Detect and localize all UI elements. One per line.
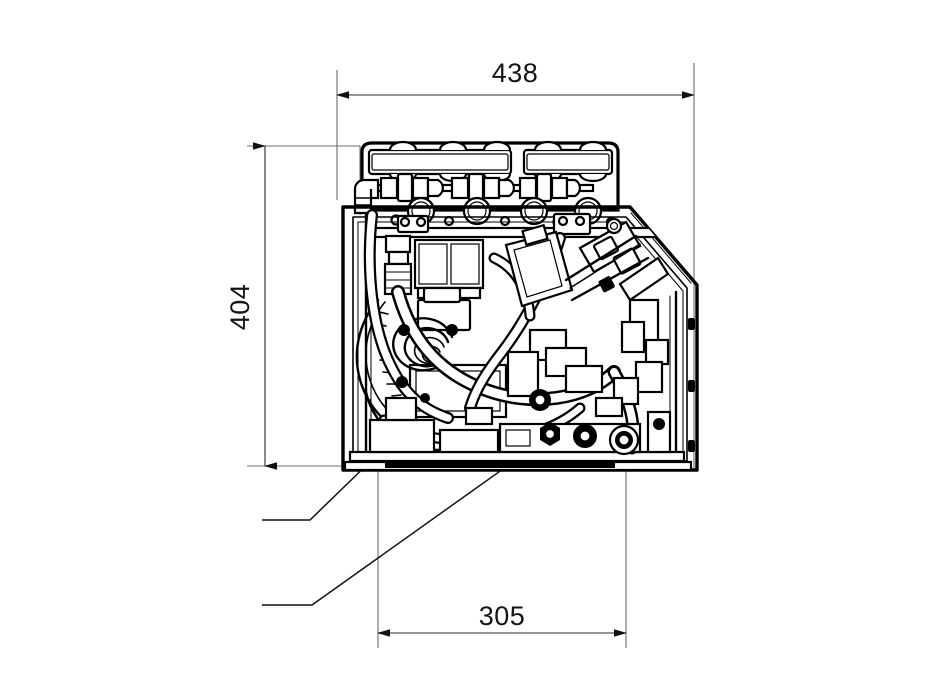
valve-fitting bbox=[535, 172, 553, 203]
valve-fitting bbox=[379, 176, 399, 200]
bolt bbox=[399, 216, 411, 228]
valve-fitting bbox=[550, 176, 569, 200]
chamfer-inner bbox=[630, 212, 692, 284]
bolt bbox=[557, 215, 569, 227]
dimension-width-base: 305 bbox=[376, 470, 628, 648]
small-circle-fitting-bore bbox=[609, 221, 619, 231]
valve-block bbox=[506, 350, 540, 398]
small-bracket bbox=[464, 406, 494, 426]
base-machinery-row bbox=[368, 410, 672, 456]
right-column-blocks bbox=[612, 298, 670, 406]
dimension-label-438: 438 bbox=[492, 58, 539, 88]
leader-line-upper bbox=[262, 454, 378, 521]
leader-lines bbox=[262, 436, 549, 606]
valve-stack-center bbox=[506, 328, 604, 411]
stud bbox=[443, 215, 455, 227]
valve-block bbox=[564, 364, 604, 394]
valve-cap bbox=[426, 178, 444, 198]
column-block bbox=[634, 360, 664, 394]
dimension-width-overall: 438 bbox=[335, 58, 696, 470]
valve-fitting bbox=[396, 172, 414, 203]
bracket-strut-2 bbox=[569, 243, 641, 289]
column-block bbox=[620, 320, 646, 354]
valve-knob-center bbox=[534, 394, 546, 406]
machine-assembly bbox=[341, 140, 699, 472]
right-diagonal-bracket bbox=[564, 220, 670, 302]
valve-cap bbox=[497, 178, 515, 198]
bolt bbox=[574, 215, 586, 227]
bracket-boss bbox=[593, 235, 619, 261]
tank-neck bbox=[521, 223, 549, 247]
base-block-left bbox=[368, 418, 436, 454]
hex-fitting-a-bore bbox=[544, 428, 556, 440]
mount-lug bbox=[688, 440, 695, 452]
tank-inner bbox=[513, 239, 563, 298]
fitting bbox=[387, 250, 410, 266]
valve-cap bbox=[565, 178, 581, 198]
boss bbox=[420, 393, 430, 403]
hex-fitting-b-bore bbox=[579, 430, 591, 442]
column-block bbox=[644, 338, 670, 366]
bolt bbox=[415, 216, 427, 228]
base-rail-shadow bbox=[385, 463, 615, 468]
dimension-height-overall: 404 bbox=[225, 142, 361, 470]
hose-left-down bbox=[366, 211, 452, 422]
boss bbox=[446, 324, 458, 336]
leader-line-lower bbox=[262, 436, 549, 606]
reservoir-box-panel bbox=[418, 243, 448, 285]
boss bbox=[398, 324, 410, 336]
base-block-mid bbox=[438, 428, 500, 454]
small-bracket bbox=[594, 396, 624, 418]
bracket-strut bbox=[564, 234, 638, 282]
frame-outline bbox=[341, 205, 699, 472]
reservoir-box-panel bbox=[450, 243, 480, 285]
bracket-lower-plate bbox=[618, 256, 670, 302]
dimension-label-404: 404 bbox=[225, 284, 255, 331]
pump-cap bbox=[422, 286, 462, 304]
manifold-bar-left-inner bbox=[371, 153, 509, 171]
base-manifold-window bbox=[505, 429, 531, 447]
manifold-bar-right-inner bbox=[526, 153, 610, 171]
mount-lug bbox=[688, 380, 695, 392]
dimension-label-305: 305 bbox=[479, 601, 526, 631]
base-bolt bbox=[653, 418, 665, 430]
fitting bbox=[384, 234, 412, 254]
small-bracket bbox=[384, 396, 418, 422]
mount-lug bbox=[688, 318, 695, 330]
stud bbox=[499, 215, 511, 227]
round-port-lower-bore bbox=[618, 434, 630, 446]
internal-machinery bbox=[355, 209, 674, 456]
valve-fitting bbox=[411, 176, 430, 200]
elbow-down-leg bbox=[353, 189, 373, 215]
valve-fitting bbox=[518, 176, 538, 200]
valve-fitting bbox=[482, 176, 501, 200]
angled-tank bbox=[504, 223, 574, 308]
boss bbox=[396, 376, 408, 388]
valve-fitting bbox=[450, 176, 470, 200]
bracket-pivot bbox=[598, 276, 615, 293]
